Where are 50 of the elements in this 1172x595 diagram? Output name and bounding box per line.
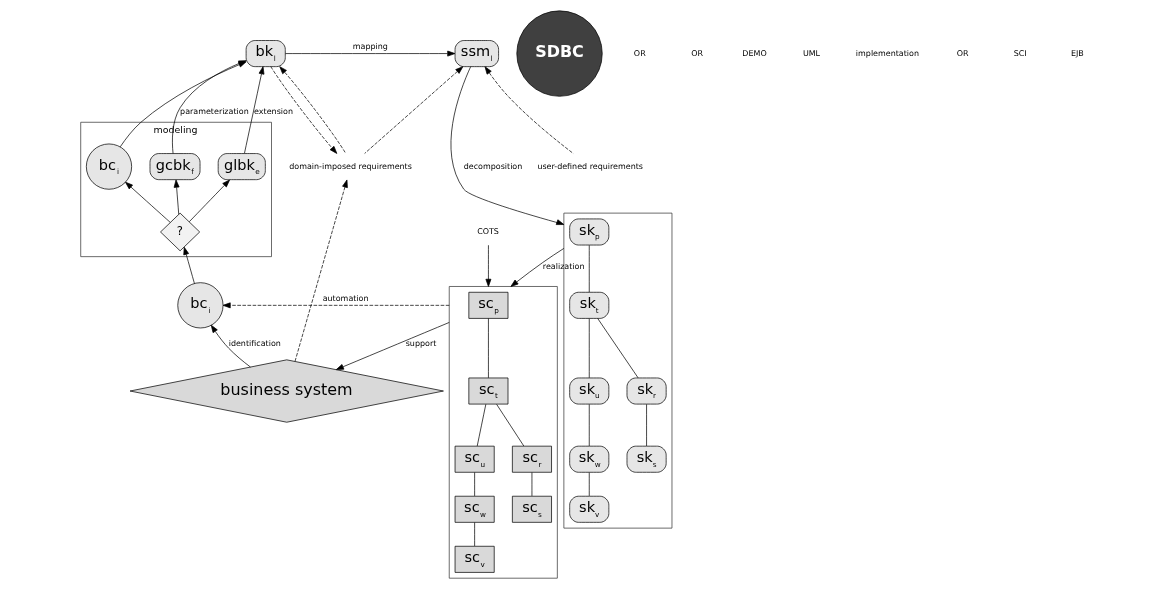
arrow (183, 246, 195, 284)
node-box: sk$_{u}$ (569, 377, 610, 405)
cluster (448, 286, 558, 579)
node-box: sc$_{r}$ (512, 445, 552, 473)
arrow (270, 66, 338, 154)
arrow (485, 244, 492, 287)
node-box: glbk$_{e}$ (217, 153, 266, 181)
node-box: sk$_{s}$ (626, 445, 667, 473)
connector (646, 403, 647, 447)
arrow (244, 66, 265, 154)
arrow (125, 181, 171, 223)
arrow (210, 324, 251, 368)
node-box: bk$_{l}$ (245, 40, 286, 67)
arrow (173, 179, 180, 215)
node-box: sk$_{t}$ (569, 291, 610, 319)
node-box: sk$_{r}$ (626, 377, 667, 405)
arrow (335, 322, 450, 370)
connector (474, 522, 475, 547)
arrow (510, 248, 565, 287)
connector (588, 318, 590, 379)
node-box: sk$_{w}$ (569, 445, 610, 473)
node-circle: SDBC (516, 10, 603, 97)
connector (474, 472, 475, 497)
node-diamond: business system (129, 359, 444, 423)
node-box: sc$_{v}$ (454, 545, 495, 573)
node-box: sc$_{u}$ (454, 445, 495, 473)
arrow (364, 66, 464, 154)
node-box: sc$_{w}$ (454, 495, 495, 523)
arrow (222, 302, 450, 309)
node-box: sk$_{p}$ (569, 218, 610, 246)
connector (597, 318, 639, 379)
node-box: sc$_{s}$ (512, 495, 552, 523)
connector (488, 318, 489, 379)
connector (476, 403, 487, 447)
connector (496, 403, 525, 447)
arrow (294, 179, 348, 362)
connector (531, 472, 533, 497)
node-box: gcbk$_{f}$ (149, 153, 201, 181)
node-box: sk$_{v}$ (569, 495, 610, 523)
arrow (188, 179, 230, 223)
node-box: sc$_{t}$ (468, 377, 509, 405)
arrow (484, 66, 574, 154)
arrow (279, 66, 347, 154)
node-box: ssm$_{l}$ (454, 40, 499, 67)
connector (588, 472, 590, 497)
node-box: sc$_{p}$ (468, 291, 509, 319)
node-diamond: ? (160, 212, 201, 252)
arrow (285, 50, 456, 57)
node-circle: bc$_{i}$ (177, 282, 224, 329)
arrow (450, 66, 565, 225)
